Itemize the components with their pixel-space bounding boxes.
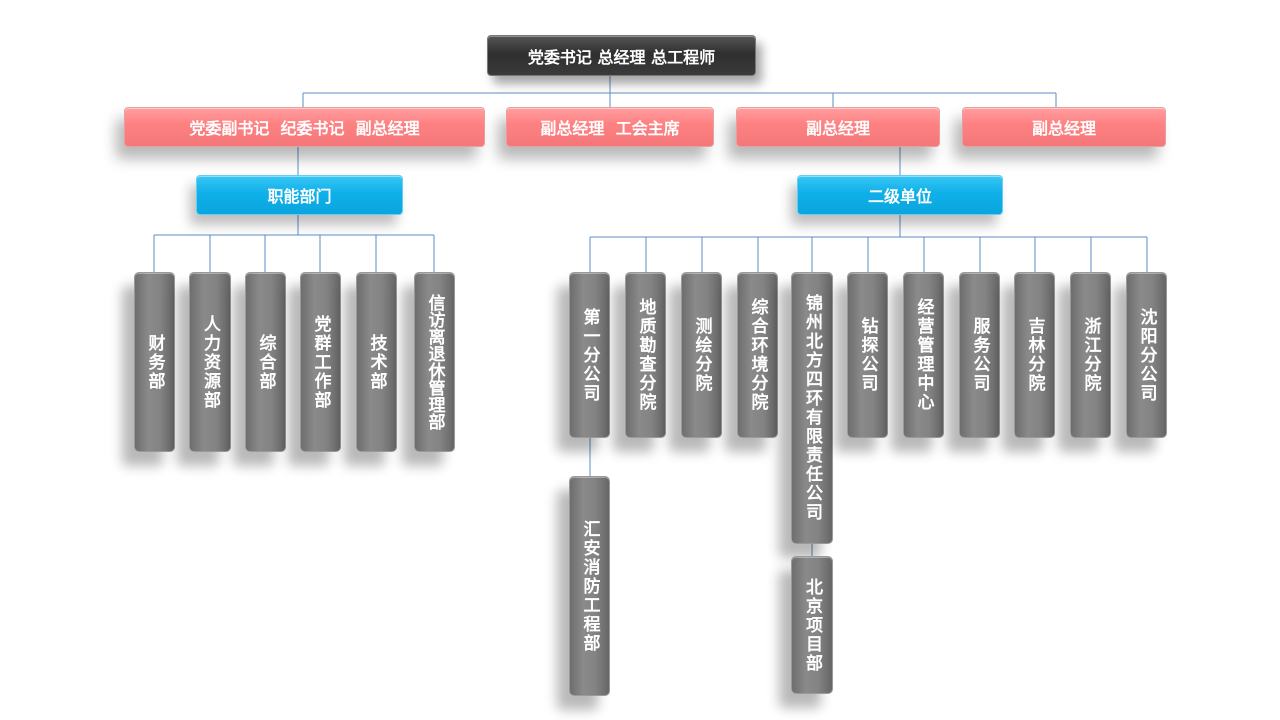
unit-label: 吉林分院 [1024,317,1045,393]
unit-box-shenyang-branch: 沈阳分公司 [1126,272,1167,438]
dept-box-party-affairs: 党群工作部 [300,272,341,452]
unit-box-first-branch: 第一分公司 [569,272,610,438]
subunit-label: 汇安消防工程部 [579,519,600,653]
unit-label: 经营管理中心 [913,298,934,412]
unit-label: 锦州北方四环有限责任公司 [802,294,822,522]
top-executive-box: 党委书记 总经理 总工程师 [487,35,756,76]
unit-label: 浙江分院 [1080,317,1101,393]
dept-box-finance: 财务部 [134,272,175,452]
unit-label: 沈阳分公司 [1136,307,1157,403]
unit-box-geology-institute: 地质勘查分院 [625,272,666,438]
unit-box-service-company: 服务公司 [959,272,1000,438]
dept-box-technology: 技术部 [356,272,397,452]
dept-box-hr: 人力资源部 [189,272,231,452]
unit-label: 综合环境分院 [747,298,768,412]
dept-box-general: 综合部 [245,272,286,452]
leader-box-vice-gm-1: 副总经理 [736,107,940,147]
dept-label: 综合部 [255,333,276,391]
leader-label: 副总经理 工会主席 [540,119,680,138]
dept-label: 技术部 [366,333,387,391]
dept-label: 信访离退休管理部 [424,294,445,430]
group-label: 二级单位 [867,187,932,206]
leader-box-vice-gm-union: 副总经理 工会主席 [506,107,714,147]
dept-box-petition-retiree: 信访离退休管理部 [414,272,455,452]
leader-label: 党委副书记 纪委书记 副总经理 [189,119,420,138]
leader-box-vice-gm-2: 副总经理 [962,107,1166,147]
dept-label: 财务部 [144,333,165,391]
group-label: 职能部门 [267,187,332,206]
leader-label: 副总经理 [805,119,870,138]
unit-box-operations-center: 经营管理中心 [903,272,944,438]
unit-label: 第一分公司 [579,307,600,403]
unit-label: 地质勘查分院 [635,298,656,412]
leader-box-deputy-party-secretary: 党委副书记 纪委书记 副总经理 [124,107,485,147]
unit-label: 服务公司 [969,317,990,393]
leader-label: 副总经理 [1031,119,1096,138]
group-box-secondary-units: 二级单位 [797,175,1003,215]
subunit-box-huian-fire: 汇安消防工程部 [569,476,610,696]
unit-box-environment-institute: 综合环境分院 [737,272,778,438]
unit-label: 测绘分院 [691,317,712,393]
dept-label: 人力资源部 [200,314,220,410]
unit-box-jilin-institute: 吉林分院 [1014,272,1055,438]
group-box-functional-departments: 职能部门 [196,175,403,215]
unit-box-drilling-company: 钻探公司 [847,272,888,438]
unit-box-zhejiang-institute: 浙江分院 [1070,272,1111,438]
dept-label: 党群工作部 [310,314,331,410]
unit-label: 钻探公司 [857,317,878,393]
subunit-box-beijing-project: 北京项目部 [791,556,833,694]
unit-box-surveying-institute: 测绘分院 [681,272,722,438]
unit-box-jinzhou-company: 锦州北方四环有限责任公司 [791,272,833,544]
subunit-label: 北京项目部 [802,577,822,673]
top-executive-label: 党委书记 总经理 总工程师 [527,47,716,67]
